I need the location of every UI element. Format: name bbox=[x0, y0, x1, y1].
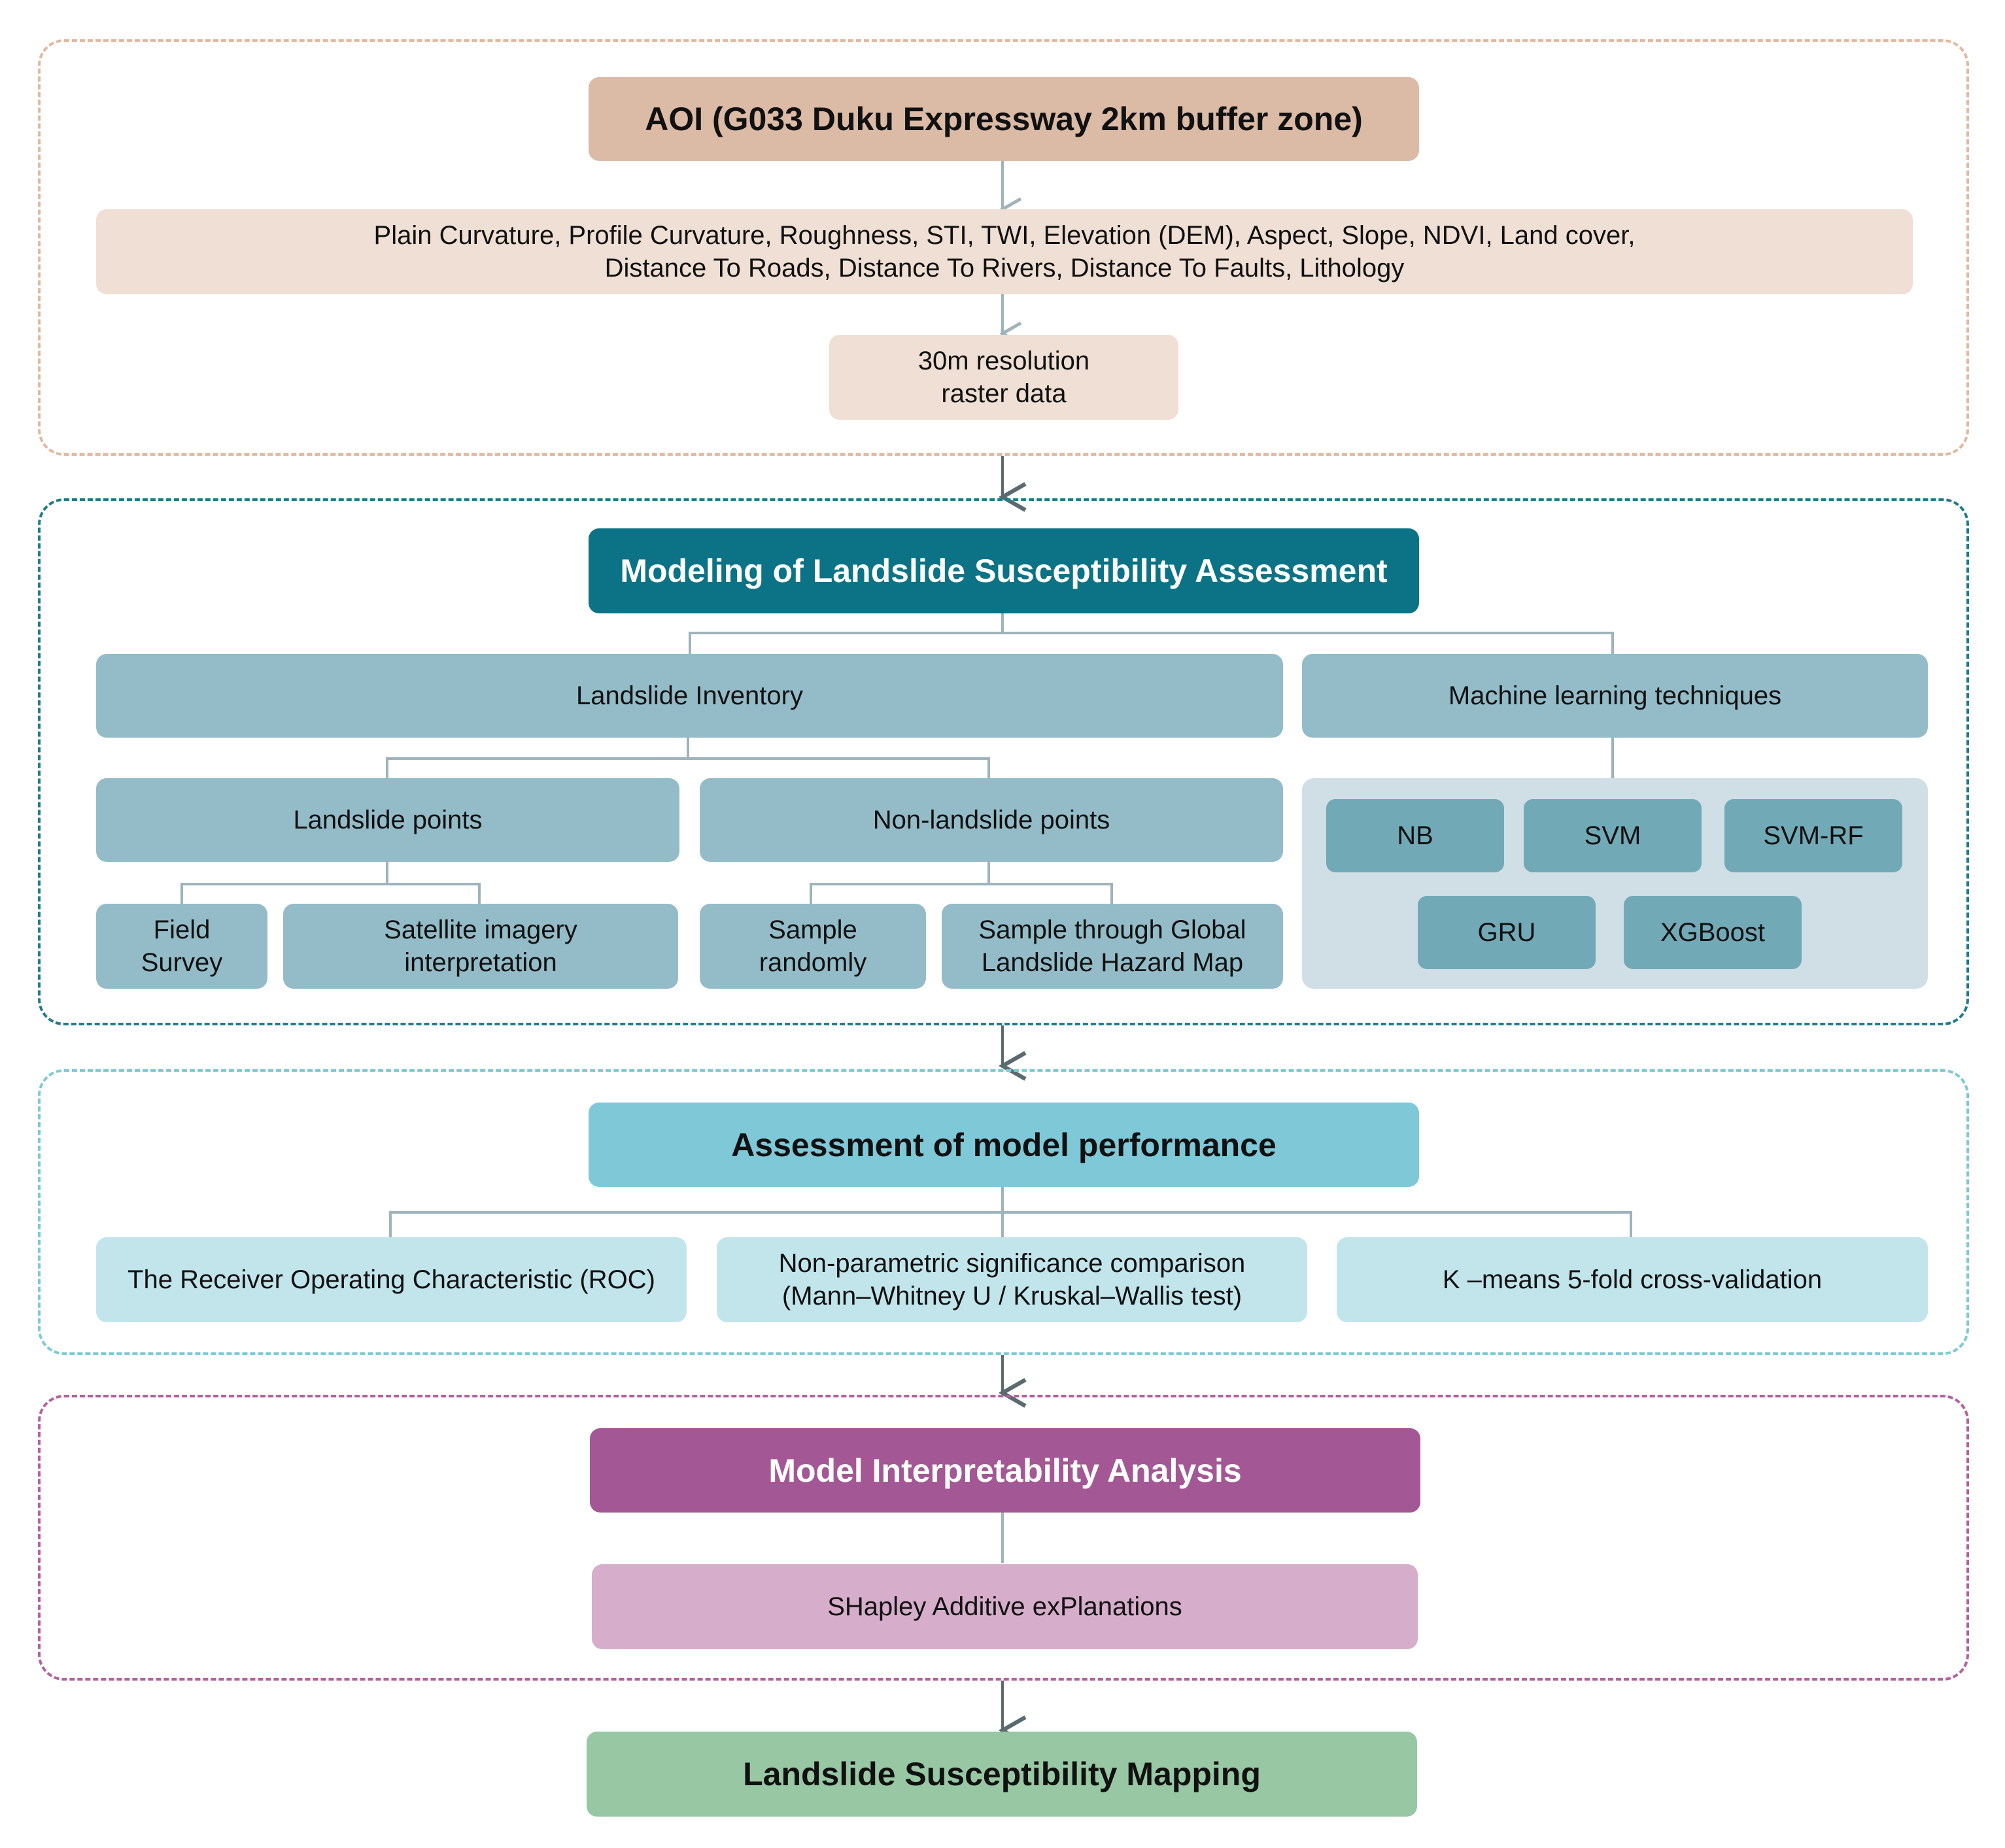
assessment-title-box: Assessment of model performance bbox=[589, 1103, 1419, 1187]
aoi-title: AOI (G033 Duku Expressway 2km buffer zon… bbox=[645, 101, 1363, 137]
sample-randomly-box: Sample randomly bbox=[700, 904, 926, 989]
factors-line-2: Distance To Roads, Distance To Rivers, D… bbox=[604, 254, 1405, 282]
sample-global-box: Sample through Global Landslide Hazard M… bbox=[942, 904, 1283, 989]
mapping-title-box: Landslide Susceptibility Mapping bbox=[587, 1732, 1417, 1817]
satellite-imagery-box: Satellite imagery interpretation bbox=[283, 904, 678, 989]
model-xgboost-box: XGBoost bbox=[1624, 896, 1802, 969]
model-svm-box: SVM bbox=[1524, 799, 1702, 872]
mapping-title: Landslide Susceptibility Mapping bbox=[743, 1756, 1261, 1792]
modeling-title: Modeling of Landslide Susceptibility Ass… bbox=[620, 553, 1388, 589]
non-landslide-points-label: Non-landslide points bbox=[872, 806, 1110, 834]
field-survey-line-2: Survey bbox=[141, 948, 223, 977]
field-survey-line-1: Field bbox=[153, 915, 211, 944]
model-svm-rf-label: SVM-RF bbox=[1763, 821, 1864, 850]
satellite-imagery-line-1: Satellite imagery bbox=[384, 915, 577, 944]
kmeans-box: K –means 5-fold cross-validation bbox=[1337, 1237, 1928, 1322]
stage2-panel bbox=[38, 498, 1969, 1025]
sample-global-line-2: Landslide Hazard Map bbox=[981, 948, 1244, 977]
model-nb-box: NB bbox=[1326, 799, 1504, 872]
stage1-panel bbox=[38, 39, 1969, 456]
kmeans-label: K –means 5-fold cross-validation bbox=[1442, 1265, 1823, 1294]
shap-box: SHapley Additive exPlanations bbox=[592, 1564, 1418, 1649]
stage3-panel bbox=[38, 1069, 1969, 1355]
ml-techniques-label: Machine learning techniques bbox=[1448, 681, 1782, 710]
interpretability-title-box: Model Interpretability Analysis bbox=[590, 1428, 1420, 1513]
tree-assessment bbox=[389, 1211, 1632, 1237]
sample-randomly-line-2: randomly bbox=[759, 948, 867, 977]
tree-non-landslide-points bbox=[810, 883, 1113, 904]
nonparametric-box: Non-parametric significance comparison (… bbox=[717, 1237, 1307, 1322]
tree-modeling bbox=[689, 632, 1614, 654]
landslide-inventory-box: Landslide Inventory bbox=[96, 654, 1283, 738]
raster-line-1: 30m resolution bbox=[917, 347, 1090, 375]
stage4-panel bbox=[38, 1395, 1969, 1681]
roc-label: The Receiver Operating Characteristic (R… bbox=[128, 1265, 655, 1294]
model-gru-label: GRU bbox=[1477, 918, 1536, 947]
roc-box: The Receiver Operating Characteristic (R… bbox=[96, 1237, 687, 1322]
landslide-inventory-label: Landslide Inventory bbox=[576, 681, 803, 710]
raster-box: 30m resolution raster data bbox=[829, 335, 1178, 420]
model-xgboost-label: XGBoost bbox=[1660, 918, 1766, 947]
model-svm-rf-box: SVM-RF bbox=[1724, 799, 1902, 872]
aoi-title-box: AOI (G033 Duku Expressway 2km buffer zon… bbox=[589, 77, 1419, 161]
assessment-title: Assessment of model performance bbox=[731, 1126, 1277, 1163]
field-survey-box: Field Survey bbox=[96, 904, 267, 989]
model-gru-box: GRU bbox=[1418, 896, 1596, 969]
interpretability-title: Model Interpretability Analysis bbox=[768, 1452, 1242, 1489]
sample-global-line-1: Sample through Global bbox=[978, 915, 1246, 944]
factors-box: Plain Curvature, Profile Curvature, Roug… bbox=[96, 209, 1913, 294]
ml-techniques-box: Machine learning techniques bbox=[1302, 654, 1928, 738]
raster-line-2: raster data bbox=[941, 379, 1067, 408]
sample-randomly-line-1: Sample bbox=[768, 915, 857, 944]
non-landslide-points-box: Non-landslide points bbox=[700, 778, 1283, 862]
nonparametric-line-2: (Mann–Whitney U / Kruskal–Wallis test) bbox=[781, 1282, 1242, 1310]
landslide-points-box: Landslide points bbox=[96, 778, 679, 862]
satellite-imagery-line-2: interpretation bbox=[404, 948, 557, 977]
nonparametric-line-1: Non-parametric significance comparison bbox=[778, 1249, 1246, 1278]
tree-landslide-points bbox=[180, 883, 481, 904]
landslide-points-label: Landslide points bbox=[293, 806, 483, 834]
modeling-title-box: Modeling of Landslide Susceptibility Ass… bbox=[589, 528, 1419, 613]
shap-label: SHapley Additive exPlanations bbox=[827, 1592, 1182, 1621]
factors-line-1: Plain Curvature, Profile Curvature, Roug… bbox=[373, 221, 1636, 250]
model-svm-label: SVM bbox=[1584, 821, 1641, 850]
model-nb-label: NB bbox=[1397, 821, 1433, 850]
